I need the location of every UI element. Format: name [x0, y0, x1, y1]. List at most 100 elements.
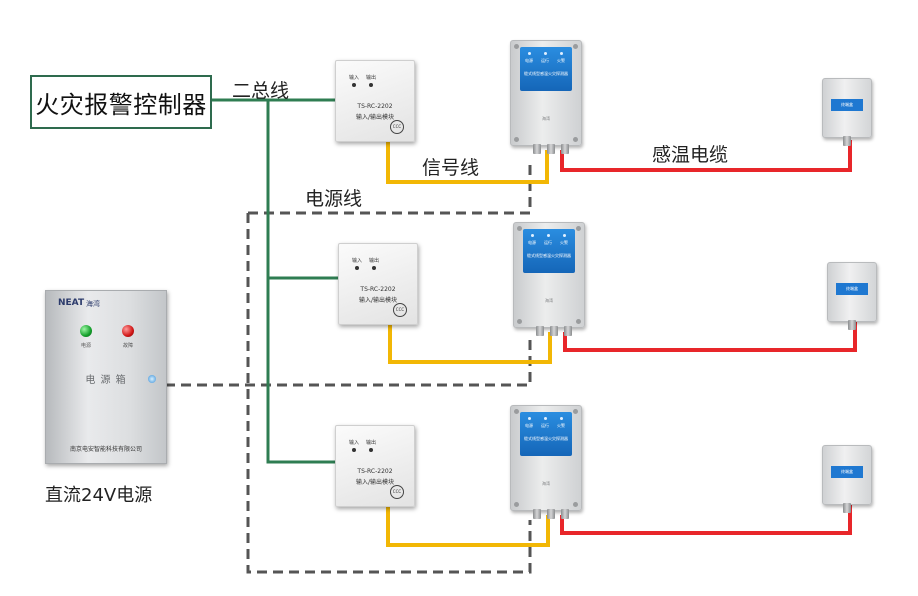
module-in-led [355, 266, 359, 270]
bolt-icon [573, 44, 578, 49]
psu-maker: 南京电安智能科技有限公司 [69, 446, 142, 453]
module-in-label: 输入 [349, 75, 360, 81]
power-led-icon [80, 325, 92, 337]
module-model: TS-RC-2202 [360, 286, 396, 293]
bus-label: 二总线 [232, 80, 290, 102]
power-line-dashed [165, 160, 532, 574]
detector-controller-2: 电源 运行 火警 缆式线型感温火灾探测器 海湾 [513, 222, 585, 336]
signal-line-label: 信号线 [422, 157, 480, 179]
detector-panel: 电源 运行 火警 缆式线型感温火灾探测器 [523, 229, 575, 273]
fire-alarm-controller: 火灾报警控制器 [30, 75, 212, 129]
indicator-dot-icon [148, 375, 156, 383]
detector-controller-1: 电源 运行 火警 缆式线型感温火灾探测器 海湾 [510, 40, 582, 154]
bolt-icon [573, 409, 578, 414]
bolt-icon [517, 319, 522, 324]
bolt-icon [573, 137, 578, 142]
bolt-icon [576, 319, 581, 324]
controller-label: 火灾报警控制器 [35, 90, 207, 119]
module-in-label: 输入 [352, 258, 363, 264]
fault-led-label: 故障 [123, 343, 134, 349]
bolt-icon [514, 137, 519, 142]
cable-gland-icon [843, 503, 851, 513]
module-model: TS-RC-2202 [357, 468, 393, 475]
indicator-led [544, 52, 547, 55]
cable-gland-icon [533, 144, 541, 154]
module-model: TS-RC-2202 [357, 103, 393, 110]
heat-cable-label: 感温电缆 [652, 144, 729, 166]
indicator-label: 电源 [525, 423, 533, 428]
indicator-led [528, 52, 531, 55]
indicator-led [547, 234, 550, 237]
bolt-icon [514, 44, 519, 49]
detector-maker: 海湾 [542, 481, 550, 486]
ccc-logo-icon: CCC [390, 120, 404, 134]
indicator-led [528, 417, 531, 420]
cable-gland-icon [843, 136, 851, 146]
io-module-1: 输入 输出 TS-RC-2202 输入/输出模块 CCC [335, 60, 415, 142]
indicator-label: 火警 [557, 423, 565, 428]
indicator-label: 火警 [560, 240, 568, 245]
terminal-box-label: 终端盒 [831, 466, 863, 478]
terminal-box-label: 终端盒 [831, 99, 863, 111]
detector-maker: 海湾 [542, 116, 550, 121]
terminal-box-3: 终端盒 [822, 445, 872, 513]
io-module-2: 输入 输出 TS-RC-2202 输入/输出模块 CCC [338, 243, 418, 325]
module-in-label: 输入 [349, 440, 360, 446]
cable-gland-icon [536, 326, 544, 336]
module-in-led [352, 448, 356, 452]
module-name: 输入/输出模块 [355, 479, 395, 486]
signal-line [386, 140, 552, 547]
ccc-logo-icon: CCC [390, 485, 404, 499]
indicator-label: 运行 [544, 240, 552, 245]
psu-label: 直流24V电源 [45, 485, 153, 506]
terminal-box-2: 终端盒 [827, 262, 877, 330]
terminal-box-1: 终端盒 [822, 78, 872, 146]
cable-gland-icon [561, 509, 569, 519]
bolt-icon [514, 409, 519, 414]
power-supply-box: NEAT 海湾 电源 故障 电 源 箱 南京电安智能科技有限公司 [45, 290, 167, 464]
psu-name: 电 源 箱 [85, 375, 127, 386]
module-out-led [369, 83, 373, 87]
cable-gland-icon [533, 509, 541, 519]
bolt-icon [576, 226, 581, 231]
module-out-led [372, 266, 376, 270]
detector-title: 缆式线型感温火灾探测器 [524, 71, 568, 76]
cable-gland-icon [564, 326, 572, 336]
detector-title: 缆式线型感温火灾探测器 [524, 436, 568, 441]
module-out-led [369, 448, 373, 452]
power-line-label: 电源线 [305, 188, 363, 210]
indicator-label: 电源 [528, 240, 536, 245]
detector-maker: 海湾 [545, 298, 553, 303]
detector-panel: 电源 运行 火警 缆式线型感温火灾探测器 [520, 47, 572, 91]
detector-title: 缆式线型感温火灾探测器 [527, 253, 571, 258]
detector-panel: 电源 运行 火警 缆式线型感温火灾探测器 [520, 412, 572, 456]
fault-led-icon [122, 325, 134, 337]
indicator-led [560, 52, 563, 55]
indicator-label: 运行 [541, 58, 549, 63]
bolt-icon [517, 226, 522, 231]
module-out-label: 输出 [369, 258, 380, 264]
module-in-led [352, 83, 356, 87]
detector-controller-3: 电源 运行 火警 缆式线型感温火灾探测器 海湾 [510, 405, 582, 519]
indicator-led [544, 417, 547, 420]
indicator-led [563, 234, 566, 237]
bolt-icon [573, 502, 578, 507]
module-out-label: 输出 [366, 75, 377, 81]
indicator-label: 火警 [557, 58, 565, 63]
module-name: 输入/输出模块 [355, 114, 395, 121]
indicator-label: 运行 [541, 423, 549, 428]
ccc-logo-icon: CCC [393, 303, 407, 317]
cable-gland-icon [547, 144, 555, 154]
bus-line [208, 98, 338, 464]
psu-brand-cn: 海湾 [86, 300, 100, 308]
cable-gland-icon [547, 509, 555, 519]
psu-brand-logo: NEAT [58, 298, 85, 308]
io-module-3: 输入 输出 TS-RC-2202 输入/输出模块 CCC [335, 425, 415, 507]
cable-gland-icon [848, 320, 856, 330]
indicator-led [560, 417, 563, 420]
module-out-label: 输出 [366, 440, 377, 446]
cable-gland-icon [550, 326, 558, 336]
bolt-icon [514, 502, 519, 507]
power-led-label: 电源 [81, 343, 92, 349]
